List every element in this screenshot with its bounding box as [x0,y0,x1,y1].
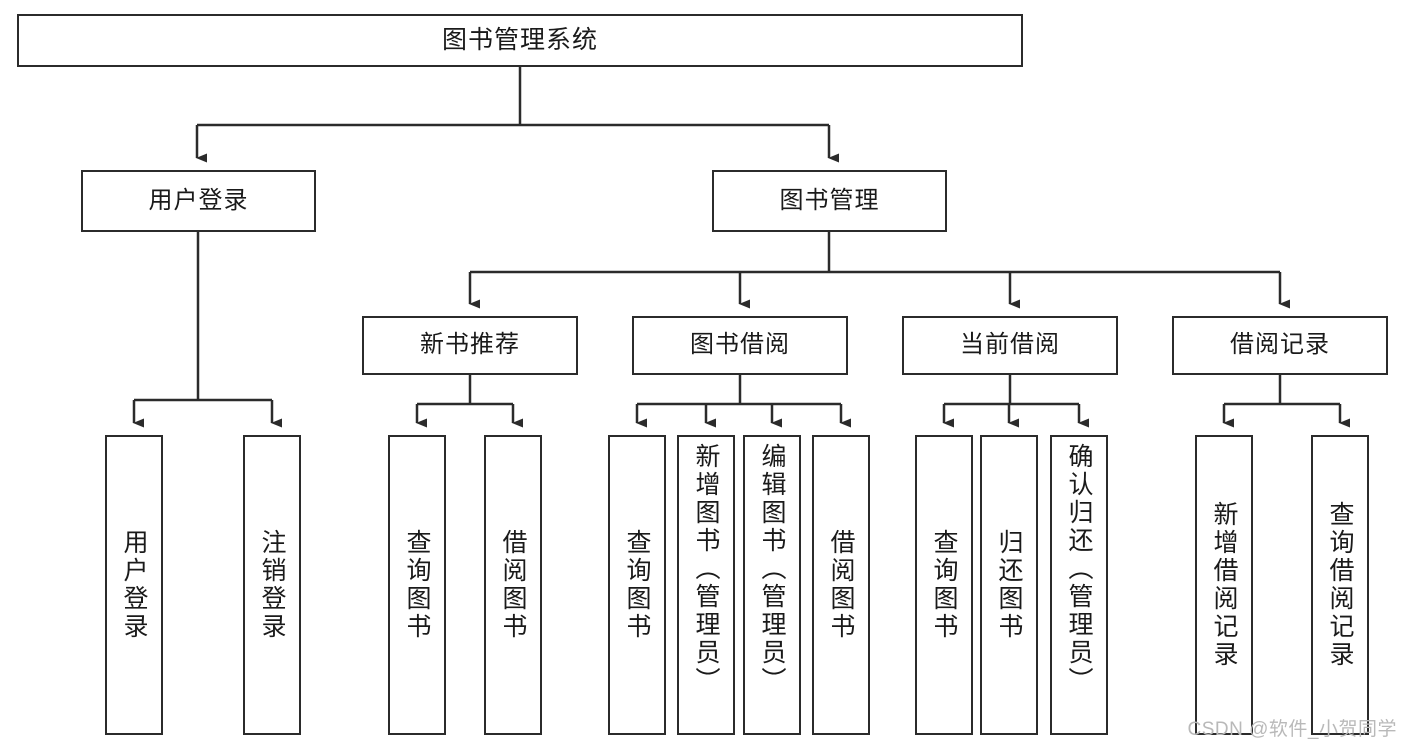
node-label: 借阅图书 [499,529,527,641]
leaf-query-book-current[interactable]: 查询图书 [915,435,973,735]
node-label: 图书管理系统 [441,25,598,54]
node-borrowing-record[interactable]: 借阅记录 [1172,316,1388,375]
leaf-logout[interactable]: 注销登录 [243,435,301,735]
node-label: 图书管理 [779,186,880,214]
node-label: 编辑图书（管理员） [758,443,786,695]
node-label: 查询图书 [403,529,431,641]
node-current-borrowing[interactable]: 当前借阅 [902,316,1118,375]
leaf-add-book-admin[interactable]: 新增图书（管理员） [677,435,735,735]
edges-bookmgmt-to-level2 [468,232,1290,309]
node-label: 用户登录 [120,529,148,641]
node-label: 图书借阅 [690,331,790,359]
edges-userlogin-to-leaves [132,232,282,428]
leaf-borrow-book-recommendation[interactable]: 借阅图书 [484,435,542,735]
node-label: 查询借阅记录 [1326,501,1354,669]
leaf-return-book[interactable]: 归还图书 [980,435,1038,735]
node-label: 新书推荐 [420,331,520,359]
node-label: 注销登录 [258,529,286,641]
node-book-management[interactable]: 图书管理 [712,170,947,232]
edges-bookborrow-to-leaves [635,375,851,428]
leaf-user-login[interactable]: 用户登录 [105,435,163,735]
node-label: 用户登录 [148,186,249,214]
node-label: 新增图书（管理员） [692,443,720,695]
leaf-query-book-borrowing[interactable]: 查询图书 [608,435,666,735]
leaf-borrow-book-borrowing[interactable]: 借阅图书 [812,435,870,735]
leaf-add-borrow-record[interactable]: 新增借阅记录 [1195,435,1253,735]
node-label: 借阅记录 [1230,331,1330,359]
node-label: 当前借阅 [960,331,1060,359]
node-label: 借阅图书 [827,529,855,641]
edges-root-to-level1 [195,67,839,163]
node-label: 新增借阅记录 [1210,501,1238,669]
node-book-borrowing[interactable]: 图书借阅 [632,316,848,375]
node-root-system[interactable]: 图书管理系统 [17,14,1023,67]
node-label: 查询图书 [623,529,651,641]
edges-newbook-to-leaves [415,375,523,428]
node-label: 归还图书 [995,529,1023,641]
node-label: 确认归还（管理员） [1065,443,1093,695]
node-label: 查询图书 [930,529,958,641]
leaf-confirm-return-admin[interactable]: 确认归还（管理员） [1050,435,1108,735]
edges-currentborrow-to-leaves [942,375,1089,428]
edges-borrowrecord-to-leaves [1222,375,1350,428]
leaf-edit-book-admin[interactable]: 编辑图书（管理员） [743,435,801,735]
node-user-login[interactable]: 用户登录 [81,170,316,232]
node-new-book-recommendation[interactable]: 新书推荐 [362,316,578,375]
leaf-query-book-recommendation[interactable]: 查询图书 [388,435,446,735]
leaf-query-borrow-record[interactable]: 查询借阅记录 [1311,435,1369,735]
